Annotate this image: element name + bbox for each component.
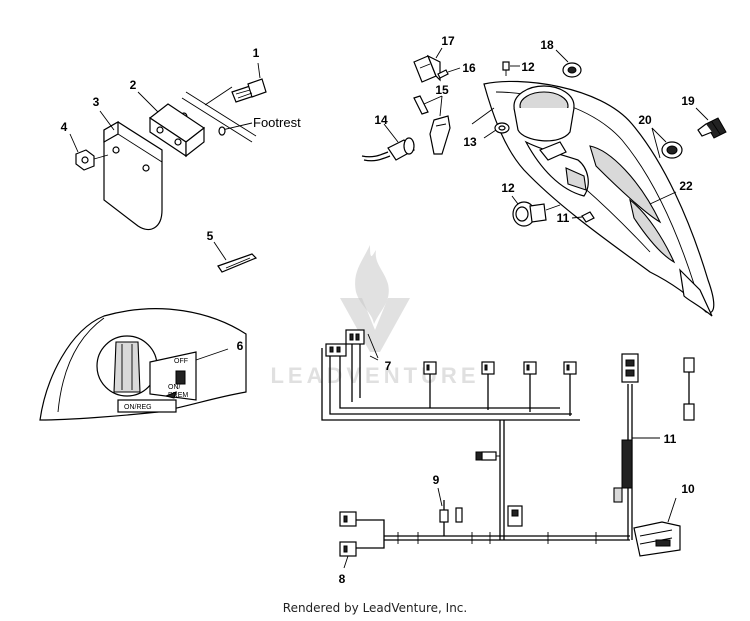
- switch-label-on-reg: ON/REG: [124, 404, 152, 411]
- callout-2: 2: [130, 78, 137, 92]
- bracket-part-18: [413, 54, 441, 83]
- connector: [523, 361, 537, 375]
- switch-label-off: OFF: [174, 358, 188, 365]
- callout-15: 14: [374, 113, 388, 127]
- harness-part-11: [613, 439, 633, 503]
- connector: [325, 343, 347, 357]
- callout-8: 8: [339, 572, 346, 586]
- connector: [345, 329, 365, 345]
- callout-9: 9: [433, 473, 440, 487]
- callout-12-bottom: 11: [557, 211, 570, 225]
- connector: [563, 361, 577, 375]
- footer-credit: Rendered by LeadVenture, Inc.: [282, 601, 468, 615]
- callout-20: 19: [681, 94, 695, 108]
- callout-16: 15: [435, 83, 449, 97]
- wiring-harness: 7 8 9: [321, 329, 695, 586]
- cowl-group: 22 17 16 12 18: [361, 34, 727, 317]
- grommet-part-19: [562, 62, 582, 78]
- connector-part-10: [633, 521, 681, 557]
- footrest-pad-part-3: [103, 120, 163, 231]
- callout-3: 3: [93, 95, 100, 109]
- washer-part-14: [494, 122, 510, 134]
- key-part-20: [697, 117, 727, 139]
- bezel-part-21: [661, 141, 683, 159]
- strap-part-5: [217, 253, 258, 273]
- bolt-part-1: [231, 78, 267, 103]
- watermark-logo: LEADVENTURE: [270, 245, 479, 388]
- connector: [481, 361, 495, 375]
- connector: [507, 505, 523, 527]
- callout-13: 12: [501, 181, 515, 195]
- callout-7: 7: [385, 359, 392, 373]
- screw-part-12-bottom: [581, 211, 595, 223]
- callout-5: 5: [207, 229, 214, 243]
- callout-19: 18: [540, 38, 554, 52]
- connector: [621, 353, 639, 383]
- switch-indicator: [175, 370, 186, 385]
- key-switch-part-13: [512, 201, 547, 227]
- callout-1: 1: [253, 46, 260, 60]
- callout-22: 22: [679, 179, 693, 193]
- callout-17: 16: [462, 61, 476, 75]
- callout-11: 11: [664, 432, 677, 446]
- lead-wire: [683, 357, 695, 421]
- connector-part-8: [339, 511, 357, 557]
- ignition-panel: OFF ON/PREM ON/REG 6: [39, 308, 247, 421]
- cowl-part-22: [483, 80, 715, 317]
- socket-part-15: [361, 137, 415, 162]
- callout-21: 20: [638, 113, 652, 127]
- footrest-group: 1 Footrest 2 3: [61, 46, 301, 273]
- connector: [475, 451, 497, 461]
- connector-part-9: [439, 507, 463, 523]
- pin-part-16: [413, 95, 451, 155]
- callout-4: 4: [61, 120, 68, 134]
- watermark-text: LEADVENTURE: [270, 363, 479, 388]
- switch-label-on-prem: ON/PREM: [168, 384, 188, 399]
- callout-10: 10: [681, 482, 695, 496]
- footrest-label: Footrest: [253, 115, 301, 130]
- callout-14: 13: [463, 135, 477, 149]
- callout-18: 17: [441, 34, 455, 48]
- screw-part-17: [437, 69, 449, 79]
- washer: [218, 126, 226, 136]
- spacer-part-2: [148, 103, 206, 158]
- callout-12-top: 12: [521, 60, 535, 74]
- callout-6: 6: [237, 339, 244, 353]
- switch-label-plate: [149, 351, 197, 401]
- connector: [423, 361, 437, 375]
- screw-part-12-top: [502, 61, 510, 76]
- nut-part-4: [75, 149, 95, 171]
